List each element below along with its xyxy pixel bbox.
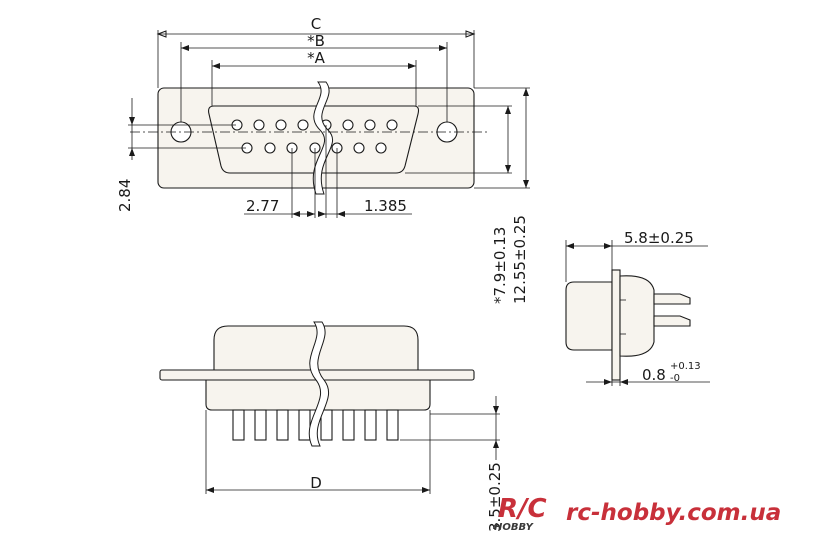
dim-08-label: 0.8 bbox=[642, 366, 666, 384]
side-flange bbox=[611, 269, 621, 381]
bottom-body bbox=[205, 379, 431, 411]
svg-text:HOBBY: HOBBY bbox=[494, 522, 535, 533]
dim-277-label: 2.77 bbox=[246, 197, 279, 215]
dim-1255-label: 12.55±0.25 bbox=[511, 215, 529, 304]
dim-58-label: 5.8±0.25 bbox=[624, 229, 694, 247]
pin bbox=[386, 119, 398, 131]
dim-a-label: *A bbox=[307, 49, 326, 67]
side-rear-body bbox=[619, 275, 655, 357]
pin bbox=[297, 119, 309, 131]
dim-284-label: 2.84 bbox=[116, 179, 134, 212]
pin-leg bbox=[364, 409, 377, 441]
rc-hobby-logo: R/C HOBBY bbox=[494, 494, 547, 533]
dim-d-label: D bbox=[310, 474, 322, 492]
svg-text:R/C: R/C bbox=[498, 494, 547, 524]
side-view: 5.8±0.25 0.8 +0.13 -0 bbox=[565, 229, 710, 386]
dim-1385-label: 1.385 bbox=[364, 197, 407, 215]
dim-35-label: 3.5±0.25 bbox=[486, 462, 504, 532]
pin-leg bbox=[298, 409, 311, 441]
dim-08-tol-minus: -0 bbox=[670, 373, 680, 384]
pin bbox=[364, 119, 376, 131]
pin bbox=[375, 142, 387, 154]
pin-leg bbox=[254, 409, 267, 441]
side-pins bbox=[653, 293, 691, 305]
pin bbox=[264, 142, 276, 154]
dim-08-tol-plus: +0.13 bbox=[670, 361, 701, 372]
bottom-view: D 3.5±0.25 bbox=[159, 321, 504, 532]
pin-leg bbox=[342, 409, 355, 441]
front-view: C *B *A 2.84 2.77 1.385 bbox=[116, 15, 530, 304]
watermark: R/C HOBBY rc-hobby.com.ua bbox=[494, 494, 781, 533]
pin-leg bbox=[386, 409, 399, 441]
pin bbox=[342, 119, 354, 131]
pin bbox=[253, 119, 265, 131]
pin-leg bbox=[276, 409, 289, 441]
pin bbox=[275, 119, 287, 131]
break-line bbox=[312, 81, 334, 195]
dim-b-label: *B bbox=[307, 32, 325, 50]
side-shell bbox=[565, 281, 613, 351]
dim-c-label: C bbox=[311, 15, 321, 33]
pin bbox=[353, 142, 365, 154]
pin-leg bbox=[232, 409, 245, 441]
dim-79-label: *7.9±0.13 bbox=[491, 227, 509, 304]
watermark-url: rc-hobby.com.ua bbox=[566, 500, 781, 526]
break-line bbox=[308, 321, 330, 447]
pin-leg bbox=[320, 409, 333, 441]
bottom-pin-row bbox=[232, 409, 399, 441]
